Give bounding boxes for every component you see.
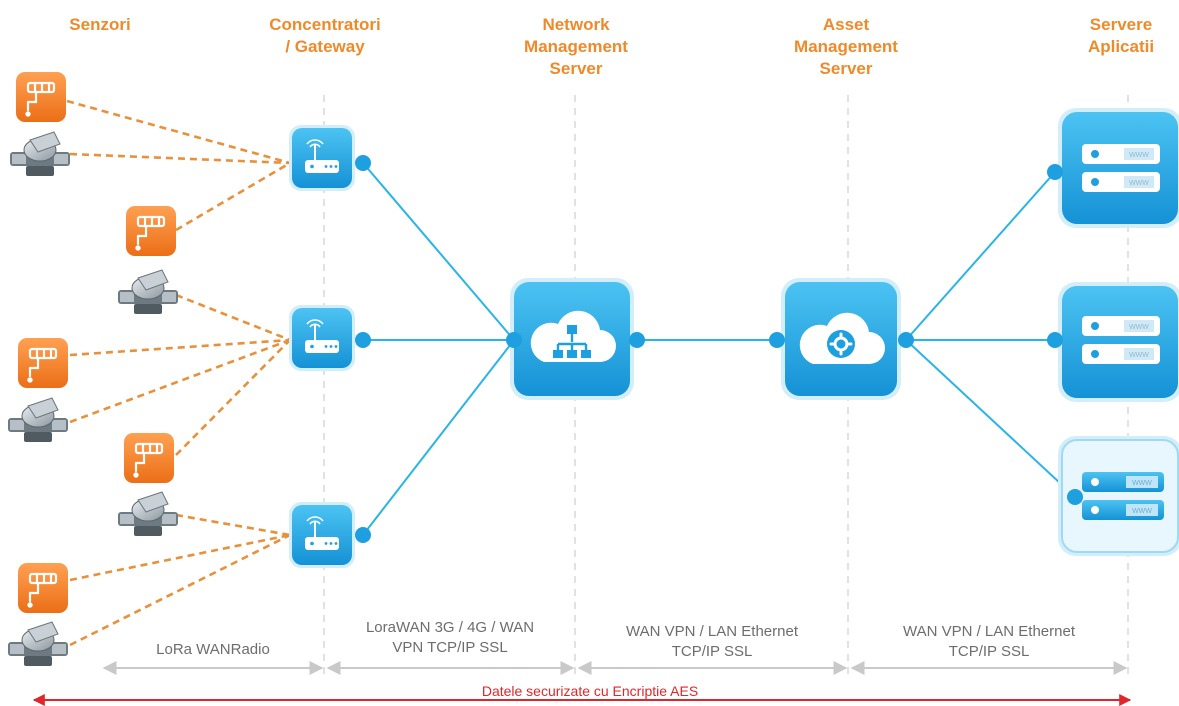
header-nms-line2: Management (524, 37, 628, 56)
router-icon (289, 125, 355, 191)
header-nms-line3: Server (549, 59, 603, 78)
sensor-faucet-1 (16, 72, 66, 122)
header-asset-management-server: Asset Management Server (766, 14, 926, 80)
aes-security-label: Datele securizate cu Encriptie AES (380, 683, 800, 699)
segment-label-ams-apps: WAN VPN / LAN Ethernet TCP/IP SSL (852, 622, 1126, 662)
column-separators (323, 95, 1129, 680)
server-badge: WWW (1129, 324, 1149, 331)
app-server-3: WWW WWW (1058, 436, 1179, 556)
segment-nms-ams-line2: TCP/IP SSL (671, 643, 753, 660)
water-meter-icon (118, 491, 178, 536)
asset-management-server (781, 278, 901, 400)
header-nms-line1: Network (542, 15, 610, 34)
cloud-network-icon (510, 278, 634, 400)
link-endpoints (355, 155, 1083, 543)
header-apps-line1: Servere (1089, 15, 1153, 34)
water-meter-4 (118, 491, 178, 536)
app-server-1: WWW WWW (1058, 108, 1179, 228)
lora-links (66, 99, 291, 647)
faucet-sensor-icon (16, 72, 66, 122)
network-management-server (510, 278, 634, 400)
gateway-2 (289, 305, 355, 371)
segment-ams-apps-line1: WAN VPN / LAN Ethernet (902, 623, 1075, 640)
router-icon (289, 502, 355, 568)
header-apps-line2: Aplicatii (1087, 37, 1155, 56)
gateway-3 (289, 502, 355, 568)
server-badge: WWW (1132, 480, 1152, 487)
segment-gw-nms-line2: VPN TCP/IP SSL (392, 639, 508, 656)
faucet-sensor-icon (18, 563, 68, 613)
segment-ams-apps-line2: TCP/IP SSL (948, 643, 1030, 660)
sensor-faucet-5 (18, 563, 68, 613)
sensor-faucet-2 (126, 206, 176, 256)
water-meter-2 (118, 269, 178, 314)
header-gateway-line2: / Gateway (285, 37, 365, 56)
segment-label-lora: LoRa WANRadio (104, 640, 322, 660)
server-badge: WWW (1129, 152, 1149, 159)
segment-gw-nms-line1: LoraWAN 3G / 4G / WAN (365, 619, 535, 636)
sensor-faucet-4 (124, 433, 174, 483)
segment-nms-ams-line1: WAN VPN / LAN Ethernet (625, 623, 798, 640)
server-badge: WWW (1129, 180, 1149, 187)
water-meter-1 (10, 131, 70, 176)
aes-security-text: Datele securizate cu Encriptie AES (481, 683, 699, 699)
faucet-sensor-icon (124, 433, 174, 483)
server-rack-icon: WWW WWW (1058, 436, 1179, 556)
app-server-2: WWW WWW (1058, 282, 1179, 402)
sensor-faucet-3 (18, 338, 68, 388)
header-gateway-line1: Concentratori (269, 15, 381, 34)
water-meter-5 (8, 621, 68, 666)
cloud-gear-icon (781, 278, 901, 400)
header-sensors-text: Senzori (69, 15, 131, 34)
router-icon (289, 305, 355, 371)
faucet-sensor-icon (18, 338, 68, 388)
header-ams-line2: Management (794, 37, 898, 56)
water-meter-icon (8, 621, 68, 666)
water-meter-3 (8, 397, 68, 442)
header-sensors: Senzori (40, 14, 160, 36)
backbone-links (362, 162, 1076, 536)
server-badge: WWW (1129, 352, 1149, 359)
header-network-management-server: Network Management Server (496, 14, 656, 80)
header-gateway: Concentratori / Gateway (246, 14, 404, 58)
water-meter-icon (10, 131, 70, 176)
faucet-sensor-icon (126, 206, 176, 256)
header-ams-line1: Asset (822, 15, 870, 34)
water-meter-icon (8, 397, 68, 442)
server-rack-icon: WWW WWW (1058, 108, 1179, 228)
header-app-servers: Servere Aplicatii (1068, 14, 1174, 58)
server-rack-icon: WWW WWW (1058, 282, 1179, 402)
header-ams-line3: Server (819, 59, 873, 78)
segment-label-nms-ams: WAN VPN / LAN Ethernet TCP/IP SSL (578, 622, 846, 662)
water-meter-icon (118, 269, 178, 314)
gateway-1 (289, 125, 355, 191)
server-badge: WWW (1132, 508, 1152, 515)
segment-lora-text: LoRa WANRadio (156, 641, 270, 658)
segment-label-gw-nms: LoraWAN 3G / 4G / WAN VPN TCP/IP SSL (326, 618, 574, 658)
